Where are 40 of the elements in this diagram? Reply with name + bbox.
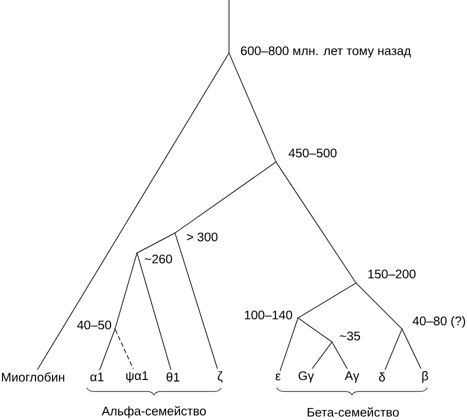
branch-line <box>37 54 229 370</box>
branch-line <box>280 318 298 372</box>
leaf-label: Gγ <box>298 371 314 383</box>
branch-line <box>298 318 332 342</box>
branch-line <box>356 283 402 329</box>
branch-line <box>228 0 230 52</box>
leaf-label: β <box>422 371 428 383</box>
branch-line <box>174 234 218 369</box>
branch-line <box>298 283 356 318</box>
leaf-label: ψα1 <box>126 371 148 383</box>
branch-line <box>229 54 276 162</box>
branch-line <box>114 254 138 328</box>
leaf-label: α1 <box>90 372 104 382</box>
branch-line <box>276 162 356 282</box>
leaf-label: δ <box>379 372 385 382</box>
branch-line <box>176 162 276 233</box>
branch-line <box>138 233 174 253</box>
date-label: ~260 <box>144 254 172 264</box>
date-label: 40–50 <box>77 320 112 330</box>
leaf-label: Миоглобин <box>2 372 64 382</box>
date-label: 100–140 <box>244 310 292 320</box>
date-label: ~35 <box>340 332 360 340</box>
date-label: 450–500 <box>288 148 337 158</box>
leaf-label: Aγ <box>344 371 360 383</box>
branch-line <box>136 254 172 370</box>
date-label: 600–800 млн. лет тому назад <box>241 46 411 58</box>
leaf-label: ζ <box>218 371 223 383</box>
date-label: 150–200 <box>368 270 416 278</box>
family-label: Бета-семейство <box>308 407 399 417</box>
leaf-label: θ1 <box>166 372 180 382</box>
branch-line <box>312 342 332 369</box>
date-label: 40–80 (?) <box>412 316 466 328</box>
branch-line <box>332 342 348 369</box>
branch-line <box>402 330 422 369</box>
leaf-label: ε <box>276 374 281 380</box>
branch-line <box>384 330 402 370</box>
branch-line <box>115 330 134 369</box>
date-label: > 300 <box>187 232 218 242</box>
branch-line <box>99 330 115 370</box>
family-label: Альфа-семейство <box>102 406 206 418</box>
